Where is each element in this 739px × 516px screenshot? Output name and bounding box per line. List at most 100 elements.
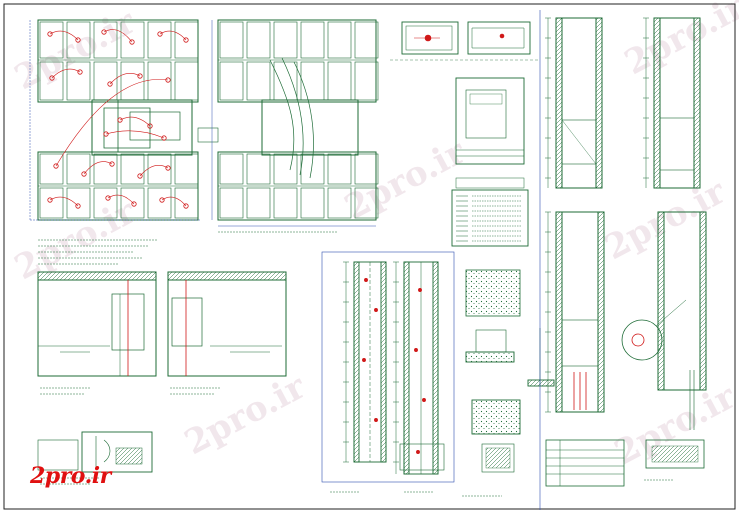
room	[66, 153, 91, 185]
room	[327, 187, 352, 219]
room	[246, 187, 271, 219]
outlet-symbol	[81, 171, 87, 177]
detail-callouts	[465, 269, 555, 473]
elevation-right-top	[539, 10, 701, 510]
circuit-wire	[55, 79, 169, 167]
detail-top-middle	[390, 21, 540, 61]
sheet-border	[3, 3, 736, 510]
outlet-symbol	[137, 73, 143, 79]
outlet-symbol	[161, 135, 167, 141]
room	[147, 187, 172, 219]
room	[93, 21, 118, 59]
room	[354, 187, 379, 219]
room	[147, 61, 172, 101]
circuit-wire	[49, 196, 79, 207]
outlet-symbol	[47, 197, 53, 203]
room	[273, 21, 298, 59]
outlet-symbol	[129, 39, 135, 45]
schedule-table	[545, 439, 705, 487]
circuit-wire	[49, 30, 79, 41]
outlet-symbol	[49, 75, 55, 81]
room	[246, 61, 271, 101]
room	[273, 187, 298, 219]
outlet-symbol	[159, 197, 165, 203]
circuit-wire	[103, 29, 133, 43]
room	[300, 153, 325, 185]
room	[66, 21, 91, 59]
room	[39, 61, 64, 101]
room	[147, 21, 172, 59]
outlet-symbol	[147, 123, 153, 129]
room	[300, 61, 325, 101]
room	[219, 153, 244, 185]
room	[147, 153, 172, 185]
outlet-symbol	[107, 81, 113, 87]
outlet-symbol	[131, 201, 137, 207]
outlet-symbol	[101, 29, 107, 35]
room	[93, 153, 118, 185]
room	[300, 187, 325, 219]
room	[327, 61, 352, 101]
room	[219, 21, 244, 59]
outlet-symbol	[103, 131, 109, 137]
room	[174, 21, 199, 59]
circuit-wire	[105, 130, 165, 139]
room	[273, 61, 298, 101]
site-logo: 2pro.ir	[30, 463, 111, 489]
circuit-wire	[83, 161, 113, 175]
outlet-symbol	[77, 69, 83, 75]
section-b	[167, 271, 287, 377]
outlet-symbol	[109, 161, 115, 167]
room	[300, 21, 325, 59]
circuit-wire	[107, 194, 135, 205]
circuit-wire	[119, 116, 151, 127]
outlet-symbol	[75, 37, 81, 43]
room	[246, 153, 271, 185]
room	[273, 153, 298, 185]
room	[219, 61, 244, 101]
room	[354, 153, 379, 185]
circuit-wire	[51, 68, 81, 79]
outlet-symbol	[53, 163, 59, 169]
room	[174, 153, 199, 185]
outlet-symbol	[165, 165, 171, 171]
room	[327, 21, 352, 59]
elevation-right-bottom	[555, 211, 707, 430]
room	[219, 187, 244, 219]
room	[354, 61, 379, 101]
outlet-symbol	[47, 31, 53, 37]
room	[174, 187, 199, 219]
electrical-symbols	[47, 29, 189, 209]
room	[39, 187, 64, 219]
room	[93, 187, 118, 219]
outlet-symbol	[75, 203, 81, 209]
outlet-symbol	[105, 195, 111, 201]
room	[66, 61, 91, 101]
detail-bottom-left	[37, 431, 153, 473]
circuit-wire	[109, 73, 141, 85]
room	[354, 21, 379, 59]
outlet-symbol	[157, 31, 163, 37]
outlet-symbol	[137, 173, 143, 179]
circuit-wire	[139, 165, 169, 177]
room	[93, 61, 118, 101]
outlet-symbol	[117, 117, 123, 123]
panel-elevation	[451, 77, 529, 247]
circuit-wire	[161, 196, 187, 207]
shaft-section-2	[399, 261, 445, 475]
room	[120, 153, 145, 185]
room	[66, 187, 91, 219]
room	[174, 61, 199, 101]
section-a	[37, 271, 157, 377]
circuit-wire	[159, 30, 187, 41]
room	[120, 61, 145, 101]
outlet-symbol	[183, 203, 189, 209]
shaft-section-1	[321, 251, 455, 483]
room	[39, 21, 64, 59]
room	[39, 153, 64, 185]
floor-plan-installations	[197, 19, 379, 221]
outlet-symbol	[183, 37, 189, 43]
room	[246, 21, 271, 59]
